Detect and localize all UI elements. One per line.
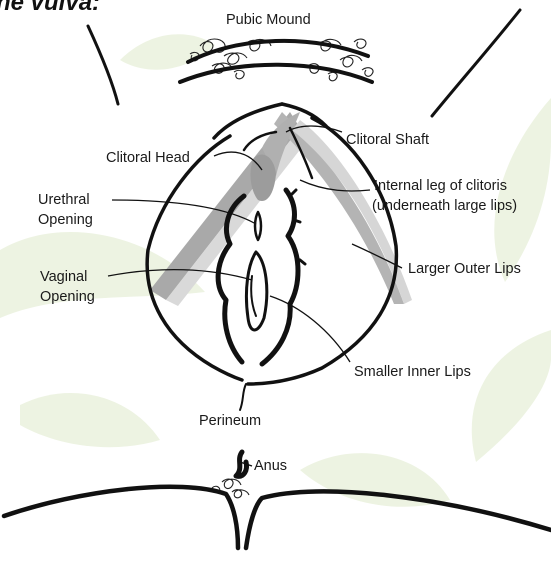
label-anus: Anus bbox=[254, 458, 287, 474]
label-vaginal-line1: Vaginal bbox=[40, 269, 87, 285]
vaginal-opening-shape bbox=[246, 252, 266, 330]
label-urethral-line1: Urethral bbox=[38, 192, 90, 208]
label-vaginal-line2: Opening bbox=[40, 289, 95, 305]
perineum-line bbox=[240, 384, 246, 410]
label-clitoral-head: Clitoral Head bbox=[106, 150, 190, 166]
pubic-mound-arc-lower bbox=[180, 65, 372, 82]
left-thigh-line bbox=[88, 26, 118, 104]
urethral-opening-shape bbox=[255, 212, 261, 240]
label-urethral-line2: Opening bbox=[38, 212, 93, 228]
label-internal-leg-line2: (underneath large lips) bbox=[372, 198, 517, 214]
label-pubic-mound: Pubic Mound bbox=[226, 12, 311, 28]
label-larger-outer-lips: Larger Outer Lips bbox=[408, 261, 521, 277]
vaginal-opening-inner bbox=[251, 276, 256, 316]
inner-lip-right bbox=[262, 190, 298, 364]
label-smaller-inner-lips: Smaller Inner Lips bbox=[354, 364, 471, 380]
leader-smaller-inner-lips bbox=[270, 296, 350, 362]
label-internal-leg-line1: Internal leg of clitoris bbox=[374, 178, 507, 194]
left-buttock-line bbox=[4, 487, 238, 548]
label-perineum: Perineum bbox=[199, 413, 261, 429]
label-clitoral-shaft: Clitoral Shaft bbox=[346, 132, 429, 148]
right-thigh-line bbox=[432, 10, 520, 116]
diagram-title: he vulva: bbox=[0, 0, 100, 16]
